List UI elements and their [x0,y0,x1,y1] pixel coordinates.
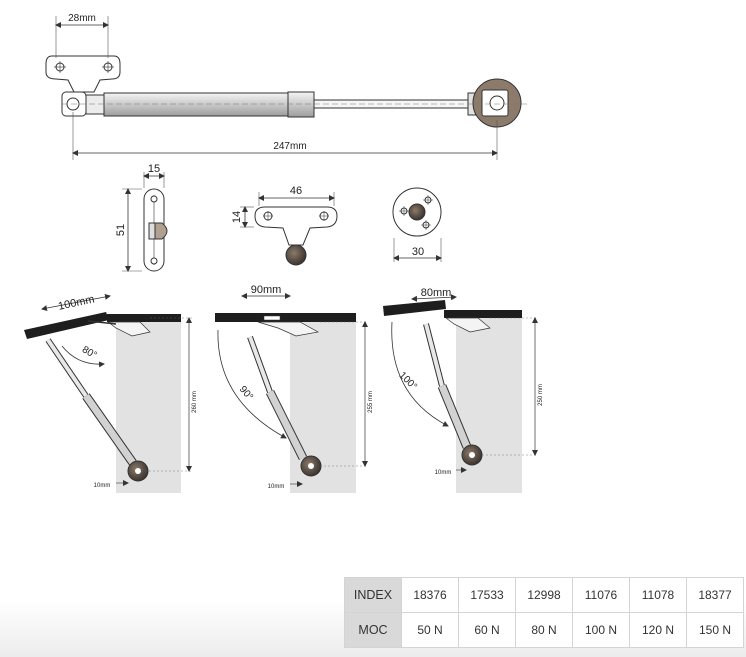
table-cell: 150 N [686,612,744,648]
cabinet-side [456,318,522,493]
table-cell: 18377 [686,577,744,613]
plate-height-label: 14 [231,211,243,223]
plate-detail: 46 14 [231,185,338,266]
index-header: INDEX [344,577,402,613]
disc-detail: 30 [392,187,442,262]
pivot-detail: 15 51 [115,163,168,272]
table-cell: 60 N [458,612,516,648]
height-label: 255 mm [368,391,374,413]
pivot-width-label: 15 [148,163,160,175]
table-cell: 80 N [515,612,573,648]
spec-table: INDEX 18376 17533 12998 11076 11078 1837… [344,577,744,648]
disc-width-label: 30 [412,246,424,258]
cabinet-side [290,322,356,493]
plate-body [254,206,338,246]
plate-ball [285,244,307,266]
dim-label-247: 247mm [273,141,306,152]
mount-view-100: 100° 80mm 250 mm 10mm [383,287,544,493]
table-cell: 120 N [629,612,687,648]
cabinet-side [116,318,181,493]
lid-panel [24,312,109,339]
table-cell: 18376 [401,577,459,613]
mount-view-90: 90° 90mm 255 mm 10mm [215,284,374,493]
angle-label: 100° [397,370,419,392]
offset-label: 90mm [251,284,282,296]
offset-label: 80mm [421,287,452,299]
table-cell: 100 N [572,612,630,648]
bottom-label: 10mm [94,483,111,489]
offset-label: 100mm [57,293,95,312]
dim-label-28: 28mm [68,13,96,24]
table-row-index: INDEX 18376 17533 12998 11076 11078 1837… [344,577,744,613]
strut-cylinder [103,92,289,117]
table-cell: 11078 [629,577,687,613]
lid-panel [215,313,356,322]
lid-panel [383,300,446,316]
table-cell: 17533 [458,577,516,613]
table-row-force: MOC 50 N 60 N 80 N 100 N 120 N 150 N [344,612,744,648]
mount-view-80: 80° 100mm 260 mm 10mm [24,293,198,493]
table-cell: 50 N [401,612,459,648]
bottom-label: 10mm [435,470,452,476]
strut-top-view: 28mm 247mm [45,13,530,160]
table-cell: 12998 [515,577,573,613]
force-header: MOC [344,612,402,648]
disc-ball [408,203,426,221]
plate-width-label: 46 [290,185,302,197]
height-label: 260 mm [192,391,198,413]
angle-label: 80° [80,344,99,361]
pivot-height-label: 51 [115,224,127,236]
bottom-label: 10mm [268,484,285,490]
height-label: 250 mm [538,384,544,406]
mounting-bracket [45,55,121,93]
table-cell: 11076 [572,577,630,613]
